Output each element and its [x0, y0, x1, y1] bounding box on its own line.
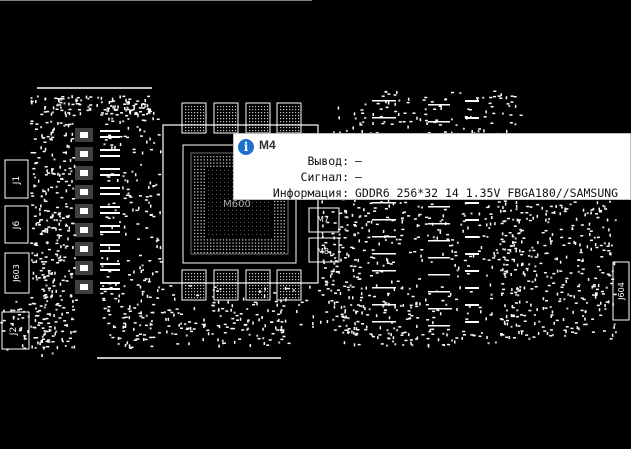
memory-label-m7: M7: [317, 215, 329, 224]
connector-label-j2: J2: [9, 327, 19, 336]
tooltip-row-signal: Сигнал: —: [234, 170, 362, 184]
connector-label-j604: J604: [617, 282, 626, 301]
info-icon: i: [238, 139, 254, 155]
tooltip-label: Сигнал:: [300, 170, 349, 184]
connector-label-j1: J1: [12, 176, 22, 185]
connector-label-j6: J6: [12, 221, 22, 231]
tooltip-value: —: [355, 154, 362, 168]
connector-label-j603: J603: [12, 264, 21, 283]
gpu-chip-label: M600: [223, 199, 251, 210]
tooltip-label: Информация:: [272, 186, 349, 200]
tooltip-value: —: [355, 170, 362, 184]
tooltip-row-info: Информация: GDDR6 256*32 14 1.35V FBGA180…: [234, 186, 619, 200]
tooltip-label: Вывод:: [307, 154, 349, 168]
component-info-tooltip: i M4 Вывод: — Сигнал: — Информация: GDDR6 2…: [233, 133, 631, 200]
tooltip-row-pin: Вывод: —: [234, 154, 362, 168]
tooltip-title: M4: [259, 138, 276, 152]
tooltip-value: GDDR6 256*32 14 1.35V FBGA180//SAMSUNG: [355, 186, 619, 200]
memory-label-m8: M8: [317, 247, 329, 256]
